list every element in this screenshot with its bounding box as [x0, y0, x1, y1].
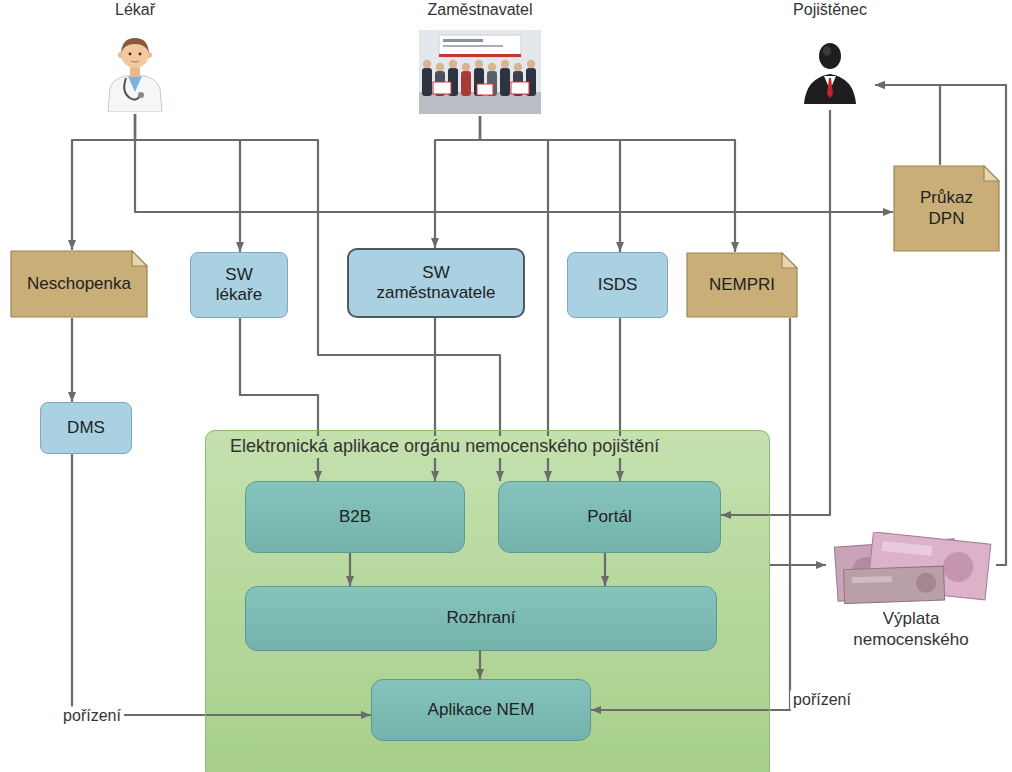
actor: Pojištěnec [785, 0, 875, 110]
document-shape: NEMPRI [686, 252, 798, 318]
connector [875, 85, 1006, 565]
node-label: Výplata nemocenského [836, 608, 986, 651]
connector [135, 114, 500, 481]
connector [349, 553, 351, 586]
node-label: DMS [67, 418, 105, 438]
node-label: Pojištěnec [785, 0, 875, 19]
system-box: SW zaměstnavatele [347, 248, 525, 318]
node-label: ISDS [598, 275, 638, 295]
connector [71, 318, 73, 402]
module-box: Rozhraní [245, 586, 717, 651]
module-box: Portál [498, 481, 721, 553]
ins-illustration [802, 38, 858, 104]
module-box: B2B [245, 481, 465, 553]
node-label: B2B [339, 507, 371, 527]
node-label: Zaměstnavatel [405, 0, 555, 19]
system-box: SW lékaře [190, 252, 288, 318]
connector [135, 114, 240, 252]
module-box: Aplikace NEM [371, 679, 591, 741]
node-label: Lékař [95, 0, 175, 19]
document-shape: Neschopenka [10, 250, 148, 318]
connector [770, 564, 826, 566]
node-label: Rozhraní [447, 608, 516, 628]
connector [479, 651, 481, 679]
actor: Lékař [95, 0, 175, 114]
payout-node: Výplata nemocenského [826, 532, 996, 667]
connector [435, 116, 480, 248]
node-label: Portál [587, 507, 631, 527]
connector [480, 116, 620, 252]
node-label: Průkaz DPN [907, 188, 987, 229]
connector [480, 116, 735, 252]
group-fill [205, 430, 770, 772]
connector [72, 114, 135, 250]
node-label: NEMPRI [709, 275, 775, 295]
connector [135, 114, 893, 212]
document-shape: Průkaz DPN [893, 165, 1000, 252]
emp-illustration [419, 30, 541, 114]
actor: Zaměstnavatel [405, 0, 555, 116]
doc-illustration [100, 26, 170, 112]
node-label: Neschopenka [27, 274, 131, 294]
node-label: Aplikace NEM [428, 700, 535, 720]
connector [875, 85, 940, 165]
node-label: SW zaměstnavatele [371, 263, 501, 304]
edge-label: pořízení [60, 706, 124, 725]
connector [604, 553, 606, 586]
system-box: ISDS [567, 252, 668, 318]
system-box: DMS [40, 402, 132, 454]
edge-label: pořízení [790, 690, 854, 709]
node-label: SW lékaře [204, 265, 274, 306]
application-group: Elektronická aplikace orgánu nemocenskéh… [205, 430, 770, 772]
group-title: Elektronická aplikace orgánu nemocenskéh… [228, 436, 661, 458]
money-illustration [830, 532, 992, 604]
